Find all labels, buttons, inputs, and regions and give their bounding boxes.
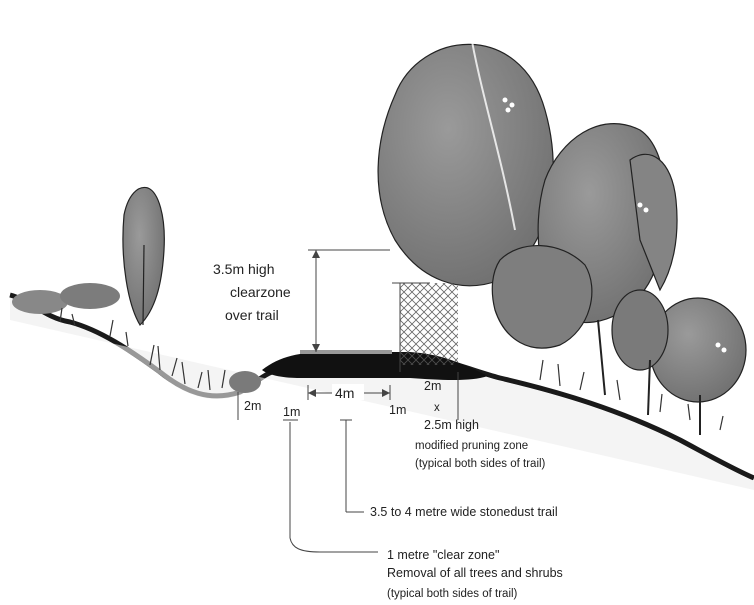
left-clear-label: 1m — [283, 405, 300, 419]
right-clear-label: 1m — [389, 403, 406, 417]
left-buffer-label: 2m — [244, 399, 261, 413]
clearzone-label-line3: over trail — [225, 307, 279, 323]
trail-width-label: 4m — [335, 385, 354, 401]
pruning-label-line1: 2.5m high — [424, 418, 479, 432]
clear-zone-label-line2: Removal of all trees and shrubs — [387, 566, 563, 580]
stonedust-label: 3.5 to 4 metre wide stonedust trail — [370, 505, 558, 519]
right-buffer-label: 2m — [424, 379, 441, 393]
clear-zone-label-line3: (typical both sides of trail) — [387, 588, 518, 600]
clearzone-label-line2: clearzone — [230, 284, 291, 300]
clearzone-height-dimension: 3.5m high clearzone over trail — [213, 250, 390, 352]
clear-zone-label-line1: 1 metre "clear zone" — [387, 548, 499, 562]
pruning-label-line2: modified pruning zone — [415, 440, 528, 452]
left-tree — [123, 187, 164, 325]
pruning-label-line3: (typical both sides of trail) — [415, 458, 546, 470]
pruning-x-mark: x — [434, 402, 440, 414]
clearzone-label-line1: 3.5m high — [213, 261, 274, 277]
pruning-lattice — [392, 283, 458, 372]
